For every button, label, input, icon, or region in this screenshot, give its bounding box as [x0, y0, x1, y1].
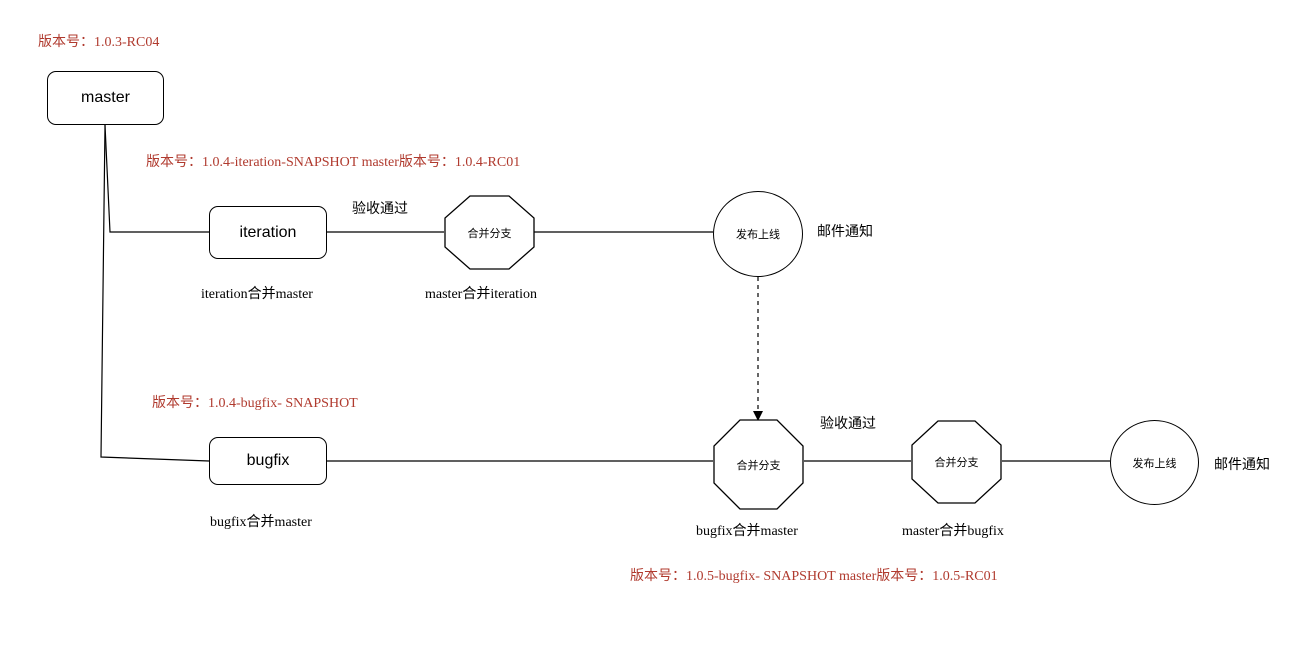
master-merge-bugfix-caption: master合并bugfix [902, 524, 1004, 539]
iteration-branch-node: iteration [209, 206, 327, 259]
bugfix-merge-master-caption-1: bugfix合并master [210, 515, 312, 530]
iteration-merge-master-caption: iteration合并master [201, 287, 313, 302]
iteration-version-label: 版本号：1.0.4-iteration-SNAPSHOT master版本号：1… [146, 155, 521, 170]
bugfix-merge-label-1: 合并分支 [736, 458, 781, 472]
bugfix-merge-label-2: 合并分支 [934, 456, 979, 469]
dashed-arrowhead [753, 411, 763, 421]
iteration-release-node: 发布上线 [713, 191, 803, 277]
master-version-label: 版本号：1.0.3-RC04 [38, 35, 160, 50]
bugfix-merge-master-caption-2: bugfix合并master [696, 524, 798, 539]
iteration-merge-node: 合并分支 [444, 195, 535, 286]
bugfix-version-label: 版本号：1.0.4-bugfix- SNAPSHOT [152, 396, 358, 411]
bugfix-release-version-label: 版本号：1.0.5-bugfix- SNAPSHOT master版本号：1.0… [630, 569, 998, 584]
bugfix-release-node: 发布上线 [1110, 420, 1199, 505]
iteration-notify-label: 邮件通知 [817, 224, 873, 240]
master-merge-iteration-caption: master合并iteration [425, 287, 537, 302]
bugfix-notify-label: 邮件通知 [1214, 457, 1270, 473]
bugfix-merge-node-1: 合并分支 [713, 419, 804, 510]
master-branch-node: master [47, 71, 164, 125]
master-to-iteration-line [104, 124, 209, 233]
bugfix-branch-node: bugfix [209, 437, 327, 485]
bugfix-merge-node-2: 合并分支 [911, 420, 1002, 511]
bugfix-accept-label: 验收通过 [820, 416, 876, 432]
master-to-bugfix-line [100, 124, 210, 462]
iteration-merge-label: 合并分支 [467, 226, 512, 240]
iteration-accept-label: 验收通过 [352, 201, 408, 217]
